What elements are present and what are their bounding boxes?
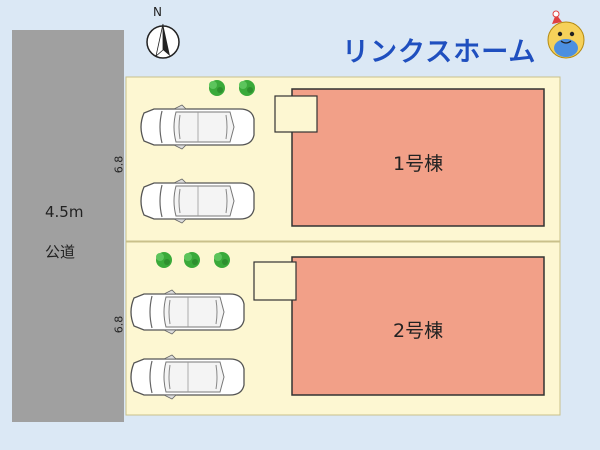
car-icon [140,178,255,224]
brand-logo: リンクスホーム [342,37,537,68]
car-icon [130,289,245,335]
road-name-label: 公道 [45,243,76,261]
lot-2-frontage-label: 6.8 [112,315,126,334]
public-road [12,30,124,422]
lot-1-frontage-label: 6.8 [112,155,126,174]
building-2 [291,256,545,396]
car-icon [140,104,255,150]
tree-icon [239,80,255,96]
entrance-1 [274,95,318,133]
car-icon [130,354,245,400]
tree-icon [156,252,172,268]
north-compass-icon [146,23,180,59]
building-1-label: 1号棟 [393,153,444,175]
tree-icon [184,252,200,268]
north-label: N [153,5,162,19]
building-2-label: 2号棟 [393,320,444,342]
road-width-label: 4.5m [45,203,84,221]
tree-icon [209,80,225,96]
mascot-icon [547,10,585,59]
building-1 [291,88,545,227]
tree-icon [214,252,230,268]
entrance-2 [253,261,297,301]
